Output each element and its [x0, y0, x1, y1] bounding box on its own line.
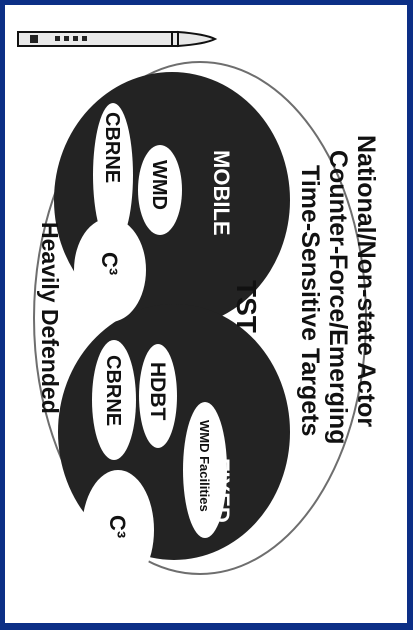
fixed-cbrne-label: CBRNE [102, 355, 124, 426]
mobile-label: MOBILE [209, 150, 234, 236]
missile-icon [17, 30, 218, 48]
fixed-c3-ellipse [82, 470, 154, 590]
title-line-3: Time-Sensitive Targets [296, 165, 324, 436]
mobile-cbrne-ellipse [93, 103, 133, 247]
fixed-wmd-facilities-label: WMD Facilities [197, 420, 212, 512]
title-line-2: Counter-Force/Emerging [324, 150, 352, 444]
fixed-c3-label: C³ [105, 515, 130, 538]
fixed-wmd-facilities-ellipse [183, 402, 227, 538]
tst-label: TST [231, 280, 262, 333]
mobile-wmd-ellipse [138, 145, 182, 235]
fixed-cbrne-ellipse [92, 340, 136, 460]
fixed-hdbt-label: HDBT [146, 362, 169, 420]
mobile-wmd-label: WMD [148, 160, 170, 210]
fixed-label: FIXED [209, 458, 234, 523]
mobile-c3-ellipse [74, 218, 146, 322]
mobile-cbrne-label: CBRNE [101, 112, 123, 183]
title-line-1: National/Non-state Actor [352, 135, 380, 427]
mobile-c3-label: C³ [97, 252, 122, 275]
heavily-defended-label: Heavily Defended [37, 222, 63, 414]
fixed-hdbt-ellipse [139, 344, 177, 448]
